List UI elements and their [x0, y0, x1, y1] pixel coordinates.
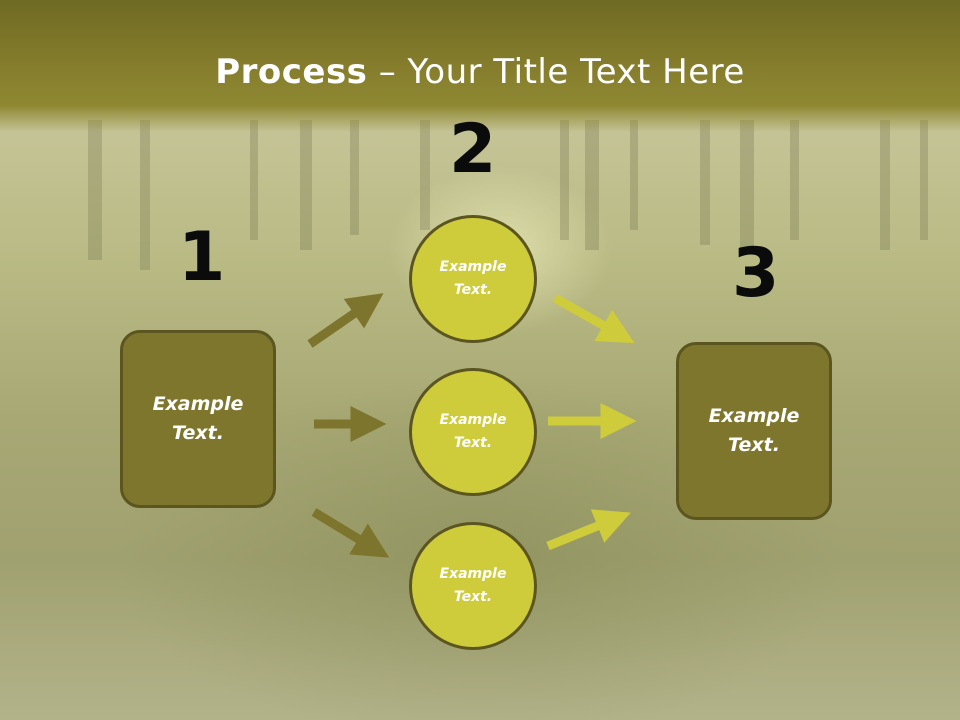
circle-bottom-text: Example Text. — [439, 566, 507, 605]
right-process-box[interactable]: Example Text. — [676, 342, 832, 520]
slide-title: Process – Your Title Text Here — [0, 52, 960, 92]
process-circle-middle[interactable]: Example Text. — [409, 368, 537, 496]
step-number-3: 3 — [732, 234, 780, 313]
arrow-up-right-icon — [307, 293, 384, 348]
arrow-down-right-icon — [311, 508, 390, 558]
step-number-2: 2 — [449, 110, 497, 189]
arrow-out-bottom-icon — [546, 509, 631, 551]
right-box-text: Example Text. — [708, 405, 800, 456]
left-box-text: Example Text. — [152, 393, 244, 444]
step-number-1: 1 — [178, 218, 226, 297]
circle-top-text: Example Text. — [439, 259, 507, 298]
title-bold: Process — [215, 52, 368, 92]
left-process-box[interactable]: Example Text. — [120, 330, 276, 508]
process-circle-bottom[interactable]: Example Text. — [409, 522, 537, 650]
title-banner — [0, 0, 960, 132]
title-rest: – Your Title Text Here — [367, 52, 745, 92]
circle-middle-text: Example Text. — [439, 412, 507, 451]
arrow-out-top-icon — [552, 294, 635, 344]
process-circle-top[interactable]: Example Text. — [409, 215, 537, 343]
